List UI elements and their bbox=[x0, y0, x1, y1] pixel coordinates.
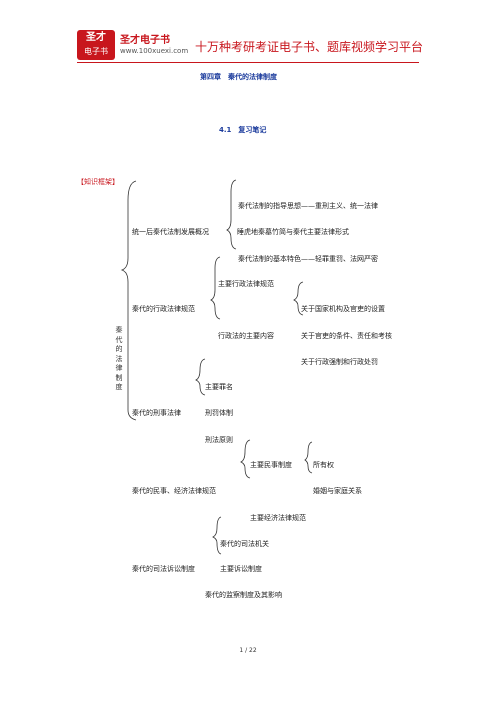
root-label: 秦代的法律制度 bbox=[115, 326, 123, 391]
node-overview: 统一后秦代法制发展概况 bbox=[132, 228, 209, 236]
node-civil-main: 主要民事制度 bbox=[250, 461, 292, 469]
node-criminal-law: 秦代的刑事法律 bbox=[132, 409, 181, 417]
ownership-brace bbox=[304, 441, 313, 474]
section-title: 4.1 复习笔记 bbox=[219, 126, 267, 134]
node-penalty-system: 刑罚体制 bbox=[205, 409, 233, 417]
node-supervision: 秦代的监察制度及其影响 bbox=[205, 591, 282, 599]
node-judicial-organs: 秦代的司法机关 bbox=[220, 540, 269, 548]
node-litigation-main: 主要诉讼制度 bbox=[220, 565, 262, 573]
judicial-brace bbox=[212, 516, 222, 555]
node-basic-features: 秦代法制的基本特色——轻罪重罚、法网严密 bbox=[238, 255, 378, 263]
node-crimes: 主要罪名 bbox=[205, 383, 233, 391]
node-admin-legal: 秦代的行政法律规范 bbox=[132, 305, 195, 313]
node-institutions: 关于国家机构及官吏的设置 bbox=[301, 305, 385, 313]
chapter-title: 第四章 秦代的法律制度 bbox=[200, 73, 277, 81]
institutions-brace bbox=[293, 281, 304, 316]
node-sources: 睡虎地秦墓竹简与秦代主要法律形式 bbox=[237, 228, 349, 236]
admin-brace bbox=[210, 256, 221, 320]
node-econ-main: 主要经济法律规范 bbox=[250, 514, 306, 522]
node-guiding-thought: 秦代法制的指导思想——重刑主义、统一法律 bbox=[238, 202, 378, 210]
main-brace bbox=[120, 180, 137, 421]
logo-bottom-text: 电子书 bbox=[84, 47, 108, 56]
brand-url[interactable]: www.100xuexi.com bbox=[120, 47, 189, 55]
brand-name: 圣才电子书 bbox=[120, 35, 170, 46]
node-coercion: 关于行政强制和行政处罚 bbox=[301, 358, 378, 366]
overview-brace bbox=[226, 179, 237, 250]
header-divider bbox=[77, 62, 419, 63]
node-admin-norms: 主要行政法律规范 bbox=[218, 280, 274, 288]
logo-top-text: 圣才 bbox=[86, 32, 106, 43]
logo: 圣才 电子书 bbox=[77, 30, 115, 60]
node-admin-content: 行政法的主要内容 bbox=[218, 332, 274, 340]
node-marriage: 婚姻与家庭关系 bbox=[313, 487, 362, 495]
node-officials: 关于官吏的条件、责任和考核 bbox=[301, 332, 392, 340]
node-ownership: 所有权 bbox=[313, 461, 334, 469]
header-slogan: 十万种考研考证电子书、题库视频学习平台 bbox=[195, 40, 424, 54]
node-penal-principles: 刑法原则 bbox=[205, 436, 233, 444]
framework-label: 【知识框架】 bbox=[77, 178, 119, 186]
node-civil-econ: 秦代的民事、经济法律规范 bbox=[132, 487, 216, 495]
page-number: 1 / 22 bbox=[239, 647, 257, 654]
civil-brace bbox=[240, 439, 251, 479]
node-litigation: 秦代的司法诉讼制度 bbox=[132, 565, 195, 573]
crimes-brace bbox=[195, 358, 206, 396]
